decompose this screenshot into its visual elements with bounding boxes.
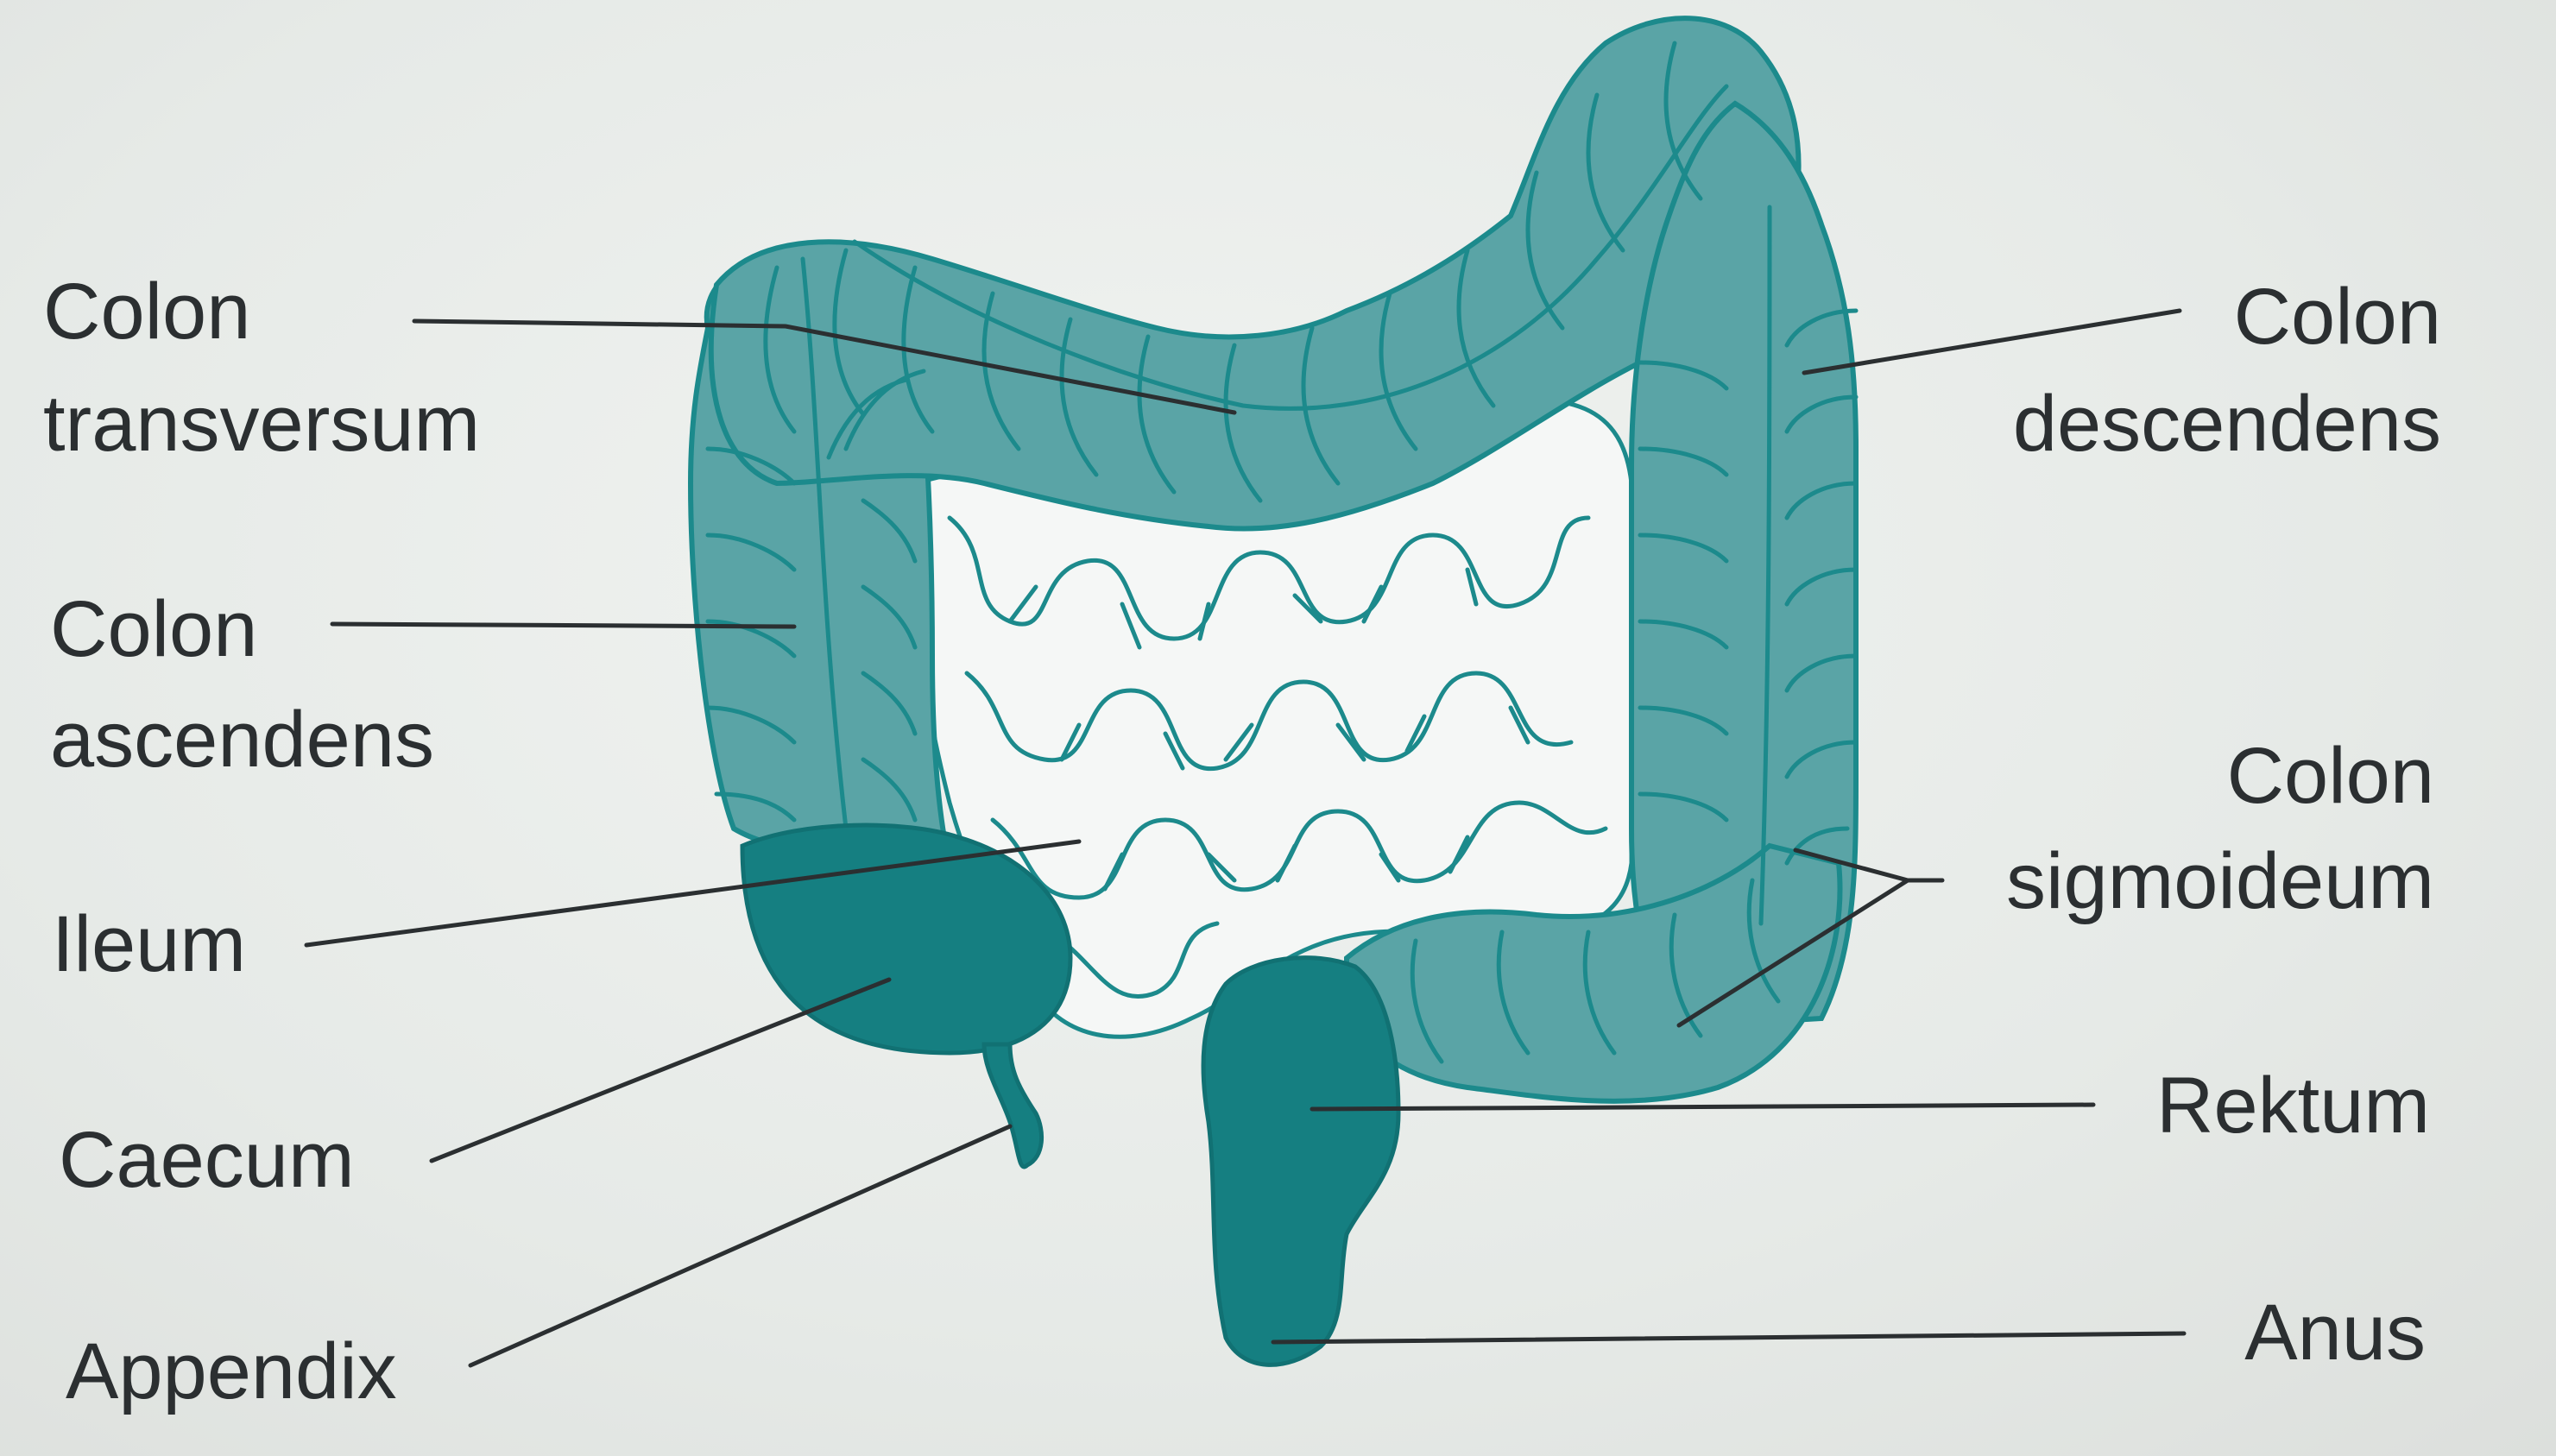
label-colon-sigmoideum-2: sigmoideum <box>2006 837 2434 925</box>
appendix <box>981 1042 1044 1169</box>
label-colon-ascendens-1: Colon <box>50 585 257 673</box>
label-colon-transversum-2: transversum <box>43 380 480 468</box>
labels: Colon transversum Colon ascendens Ileum … <box>43 268 2441 1415</box>
colon <box>687 16 1859 1104</box>
label-colon-transversum-1: Colon <box>43 268 250 356</box>
leader-caecum <box>429 977 892 1163</box>
label-caecum: Caecum <box>59 1116 355 1204</box>
rectum <box>1201 955 1401 1367</box>
caecum <box>740 823 1073 1056</box>
label-ileum: Ileum <box>52 900 246 988</box>
label-rektum: Rektum <box>2156 1062 2430 1150</box>
label-colon-sigmoideum-1: Colon <box>2227 732 2434 820</box>
leader-rektum <box>1310 1102 2096 1112</box>
label-colon-descendens-2: descendens <box>2013 380 2441 468</box>
label-anus: Anus <box>2244 1289 2426 1377</box>
label-appendix: Appendix <box>66 1327 397 1415</box>
leader-ileum <box>304 839 1082 948</box>
leader-colon-descendens <box>1802 308 2182 375</box>
label-colon-descendens-1: Colon <box>2234 273 2441 361</box>
leader-colon-transversum <box>412 318 1237 415</box>
leader-colon-ascendens <box>330 621 797 629</box>
leader-anus <box>1271 1331 2187 1345</box>
leader-lines <box>304 308 2187 1368</box>
leader-appendix <box>468 1124 1013 1368</box>
small-intestine <box>911 397 1634 1039</box>
leader-colon-sigmoideum-a <box>1793 848 1910 883</box>
leader-colon-sigmoideum-b <box>1676 878 1910 1028</box>
label-colon-ascendens-2: ascendens <box>50 696 434 784</box>
